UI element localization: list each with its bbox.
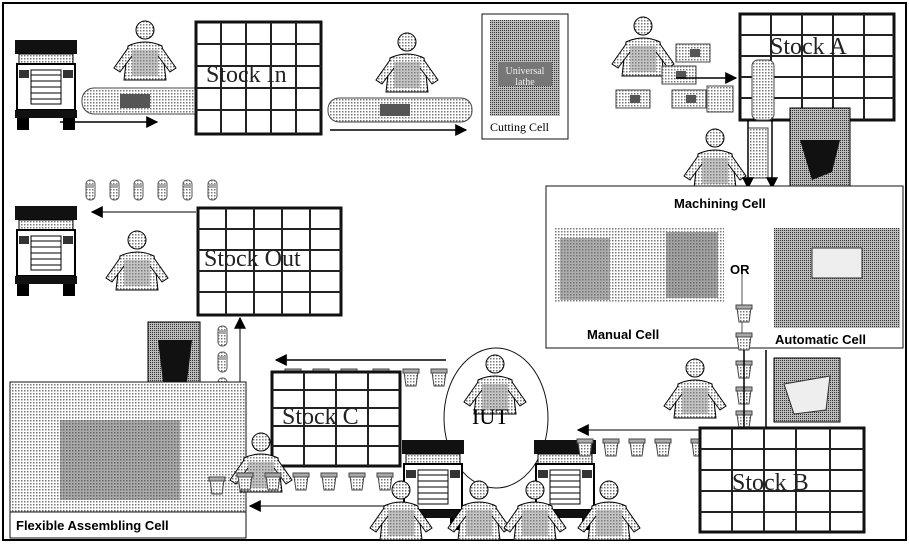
iut-label: IUT: [472, 404, 509, 430]
stock-a-label: Stock A: [770, 34, 847, 61]
truck-icon-outgoing: [15, 206, 77, 296]
stock-b-label: Stock B: [732, 470, 809, 497]
worker-icon-5: [106, 231, 168, 290]
manual-cell-machine: [560, 238, 610, 300]
bar-icon-5: [707, 86, 733, 112]
stock-out-label: Stock Out: [204, 246, 301, 273]
universal-lathe-label: Universal lathe: [500, 66, 550, 88]
stock-in-label: Stock In: [206, 62, 287, 89]
truck-icon-incoming: [15, 40, 77, 130]
assembling-cell-label: Flexible Assembling Cell: [16, 518, 169, 533]
bar-icon-2: [662, 66, 696, 84]
worker-icon-4: [684, 129, 746, 188]
bar-icon-1: [676, 44, 710, 62]
automatic-cell-robot: [812, 248, 862, 278]
automatic-cell-label: Automatic Cell: [775, 332, 866, 347]
cutting-cell-label: Cutting Cell: [490, 120, 549, 135]
machining-cell-label: Machining Cell: [674, 196, 766, 211]
worker-icon-11: [664, 359, 726, 418]
cylinders-row-top: [86, 180, 217, 200]
pipe-to-cutting: [328, 98, 472, 122]
worker-icon-2: [376, 33, 438, 92]
stock-c-label: Stock C: [282, 404, 359, 431]
worker-icon-1: [114, 21, 176, 80]
bar-icon-6: [748, 128, 768, 178]
bar-icon-4: [672, 90, 706, 108]
assembling-cell-machine: [60, 420, 180, 500]
cylinder-icon: [752, 60, 774, 120]
manual-cell-drill: [666, 232, 718, 298]
or-label: OR: [730, 262, 750, 277]
manual-cell-label: Manual Cell: [587, 327, 659, 342]
cup-icon-assembly: [209, 477, 225, 494]
cylinder-icon-a: [218, 326, 227, 346]
bar-icon-3: [616, 90, 650, 108]
cylinder-icon-b: [218, 352, 227, 372]
